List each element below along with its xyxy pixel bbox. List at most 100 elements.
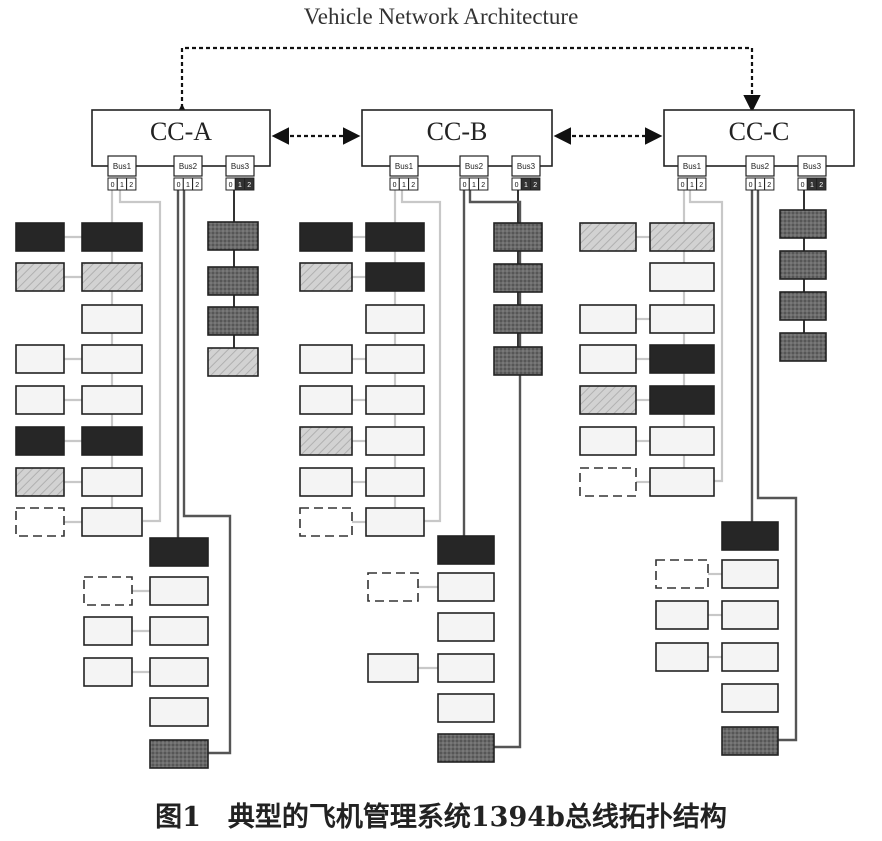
device-node	[81, 467, 143, 497]
device-node	[579, 222, 637, 252]
device-node	[15, 385, 65, 415]
bus-box	[107, 155, 137, 177]
port-box	[192, 177, 203, 191]
device-node	[15, 426, 65, 456]
device-node	[437, 733, 495, 763]
port-box	[478, 177, 489, 191]
port-label: 2	[767, 182, 771, 189]
device-node	[365, 222, 425, 252]
device-node	[649, 344, 715, 374]
bus-link	[468, 190, 522, 749]
device-node	[579, 385, 637, 415]
device-node	[579, 467, 637, 497]
device-node	[149, 657, 209, 687]
port-label: 0	[749, 182, 753, 189]
port-box	[244, 177, 255, 191]
device-node	[81, 262, 143, 292]
device-node	[655, 642, 709, 672]
device-node	[655, 559, 709, 589]
device-node	[81, 507, 143, 537]
bus-label: Bus2	[179, 162, 198, 171]
device-node	[579, 344, 637, 374]
port-label: 1	[186, 182, 190, 189]
device-node	[81, 304, 143, 334]
bus-label: Bus3	[803, 162, 822, 171]
device-node	[207, 266, 259, 296]
device-node	[437, 653, 495, 683]
device-node	[207, 306, 259, 336]
bus-box	[225, 155, 255, 177]
device-node	[721, 642, 779, 672]
device-node	[299, 385, 353, 415]
device-node	[437, 535, 495, 565]
port-label: 0	[515, 182, 519, 189]
device-node	[15, 344, 65, 374]
port-label: 2	[481, 182, 485, 189]
port-label: 2	[195, 182, 199, 189]
device-node	[207, 347, 259, 377]
device-node	[149, 739, 209, 769]
device-node	[149, 537, 209, 567]
controller-label: CC-B	[427, 117, 488, 146]
bus-link	[688, 190, 724, 483]
port-box	[126, 177, 137, 191]
device-node	[81, 344, 143, 374]
device-node	[579, 426, 637, 456]
device-node	[649, 262, 715, 292]
device-node	[493, 304, 543, 334]
port-label: 0	[393, 182, 397, 189]
device-node	[365, 262, 425, 292]
bus-box	[173, 155, 203, 177]
device-node	[721, 559, 779, 589]
device-node	[649, 385, 715, 415]
device-node	[149, 576, 209, 606]
device-node	[149, 697, 209, 727]
cc-a-to-cc-c-link	[173, 46, 761, 122]
device-node	[579, 304, 637, 334]
device-node	[15, 507, 65, 537]
port-box	[530, 177, 541, 191]
device-node	[81, 222, 143, 252]
bus-link	[400, 190, 442, 523]
device-node	[149, 616, 209, 646]
bus-label: Bus1	[113, 162, 132, 171]
device-node	[299, 222, 353, 252]
port-label: 1	[402, 182, 406, 189]
device-node	[299, 262, 353, 292]
port-label: 0	[681, 182, 685, 189]
port-label: 1	[690, 182, 694, 189]
port-label: 0	[463, 182, 467, 189]
device-node	[299, 426, 353, 456]
device-node	[649, 304, 715, 334]
port-label: 1	[758, 182, 762, 189]
device-node	[83, 576, 133, 606]
device-node	[493, 222, 543, 252]
nodes-layer	[15, 209, 827, 769]
bus-link	[182, 190, 232, 755]
port-label: 2	[247, 182, 251, 189]
port-label: 2	[129, 182, 133, 189]
device-node	[365, 426, 425, 456]
bus-label: Bus2	[751, 162, 770, 171]
port-label: 1	[120, 182, 124, 189]
bus-label: Bus1	[395, 162, 414, 171]
device-node	[81, 385, 143, 415]
device-node	[721, 726, 779, 756]
device-node	[81, 426, 143, 456]
device-node	[299, 507, 353, 537]
figure-caption: 图1 典型的飞机管理系统1394b总线拓扑结构	[155, 802, 727, 833]
port-box	[696, 177, 707, 191]
device-node	[15, 467, 65, 497]
device-node	[437, 572, 495, 602]
device-node	[367, 653, 419, 683]
device-node	[207, 221, 259, 251]
port-label: 2	[411, 182, 415, 189]
device-node	[779, 332, 827, 362]
bus-box	[677, 155, 707, 177]
device-node	[649, 467, 715, 497]
